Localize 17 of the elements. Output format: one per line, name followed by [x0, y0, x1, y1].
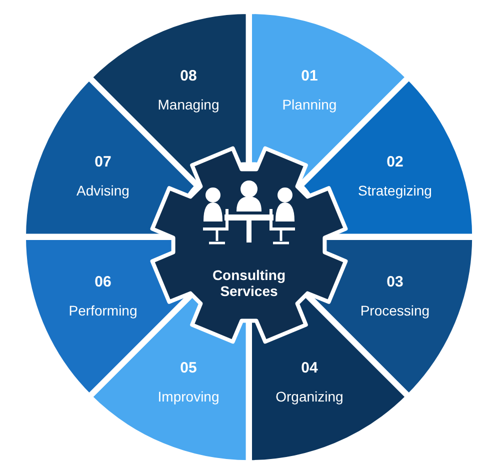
- step-label: Improving: [158, 388, 220, 404]
- step-label: Processing: [360, 302, 430, 319]
- step-number: 02: [386, 153, 404, 170]
- step-number: 08: [180, 68, 197, 85]
- step-label: Performing: [68, 302, 138, 319]
- step-label: Managing: [158, 96, 220, 113]
- step-label: Organizing: [276, 388, 344, 404]
- step-number: 04: [301, 359, 318, 376]
- step-number: 05: [180, 359, 197, 376]
- step-number: 03: [386, 274, 404, 291]
- step-number: 06: [94, 274, 112, 291]
- step-label: Advising: [76, 182, 130, 198]
- step-label: Strategizing: [358, 182, 432, 198]
- step-label: Planning: [282, 96, 337, 113]
- center-title: Consulting Services: [212, 267, 286, 299]
- step-number: 01: [301, 68, 318, 85]
- step-number: 07: [94, 153, 112, 170]
